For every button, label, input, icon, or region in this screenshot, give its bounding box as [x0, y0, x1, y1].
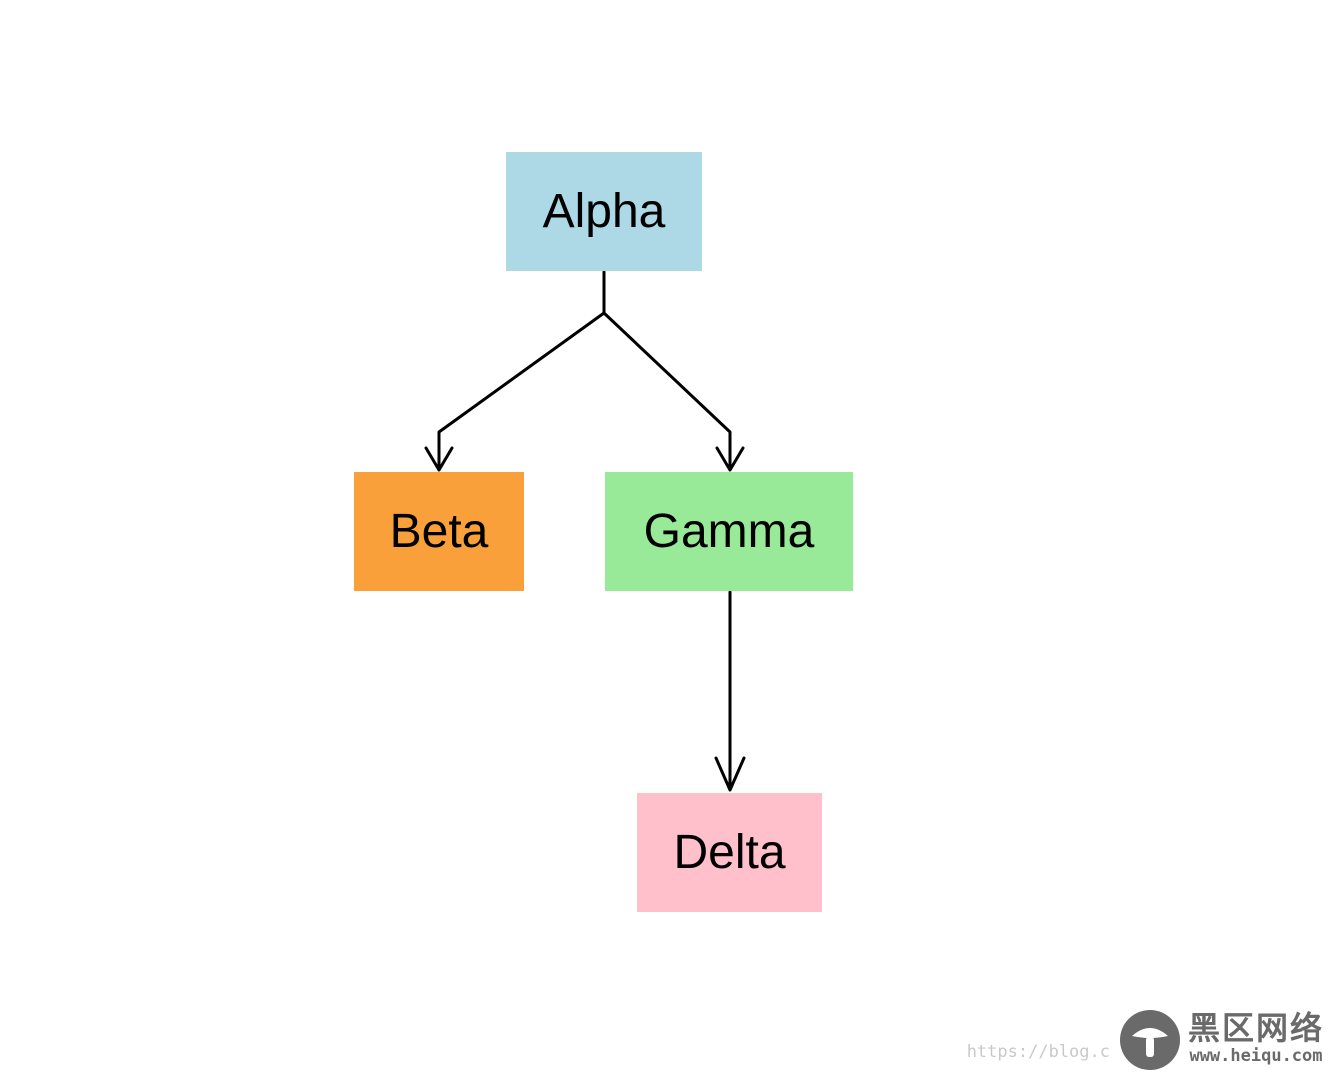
arrowhead-gamma — [715, 446, 745, 472]
node-delta-label: Delta — [673, 826, 786, 879]
node-delta: Delta — [637, 793, 822, 912]
edge-alpha-gamma — [602, 311, 732, 470]
node-alpha-label: Alpha — [542, 185, 666, 238]
watermark-url: https://blog.c — [966, 1042, 1110, 1062]
arrowhead-beta — [424, 446, 454, 472]
node-gamma: Gamma — [605, 472, 853, 591]
node-alpha: Alpha — [506, 152, 702, 271]
arrowhead-delta — [714, 756, 746, 792]
watermark-brand-name: 黑区网络 — [1187, 1009, 1324, 1047]
edge-alpha-beta — [437, 311, 606, 470]
mushroom-logo-icon — [1119, 1010, 1180, 1070]
watermark-brand-domain: www.heiqu.com — [1189, 1046, 1323, 1066]
node-beta: Beta — [354, 472, 524, 591]
watermark: https://blog.c 黑区网络 www.heiqu.com — [967, 1006, 1324, 1070]
watermark-brand: 黑区网络 www.heiqu.com — [1188, 1010, 1324, 1066]
node-gamma-label: Gamma — [643, 505, 815, 558]
node-beta-label: Beta — [389, 505, 489, 558]
